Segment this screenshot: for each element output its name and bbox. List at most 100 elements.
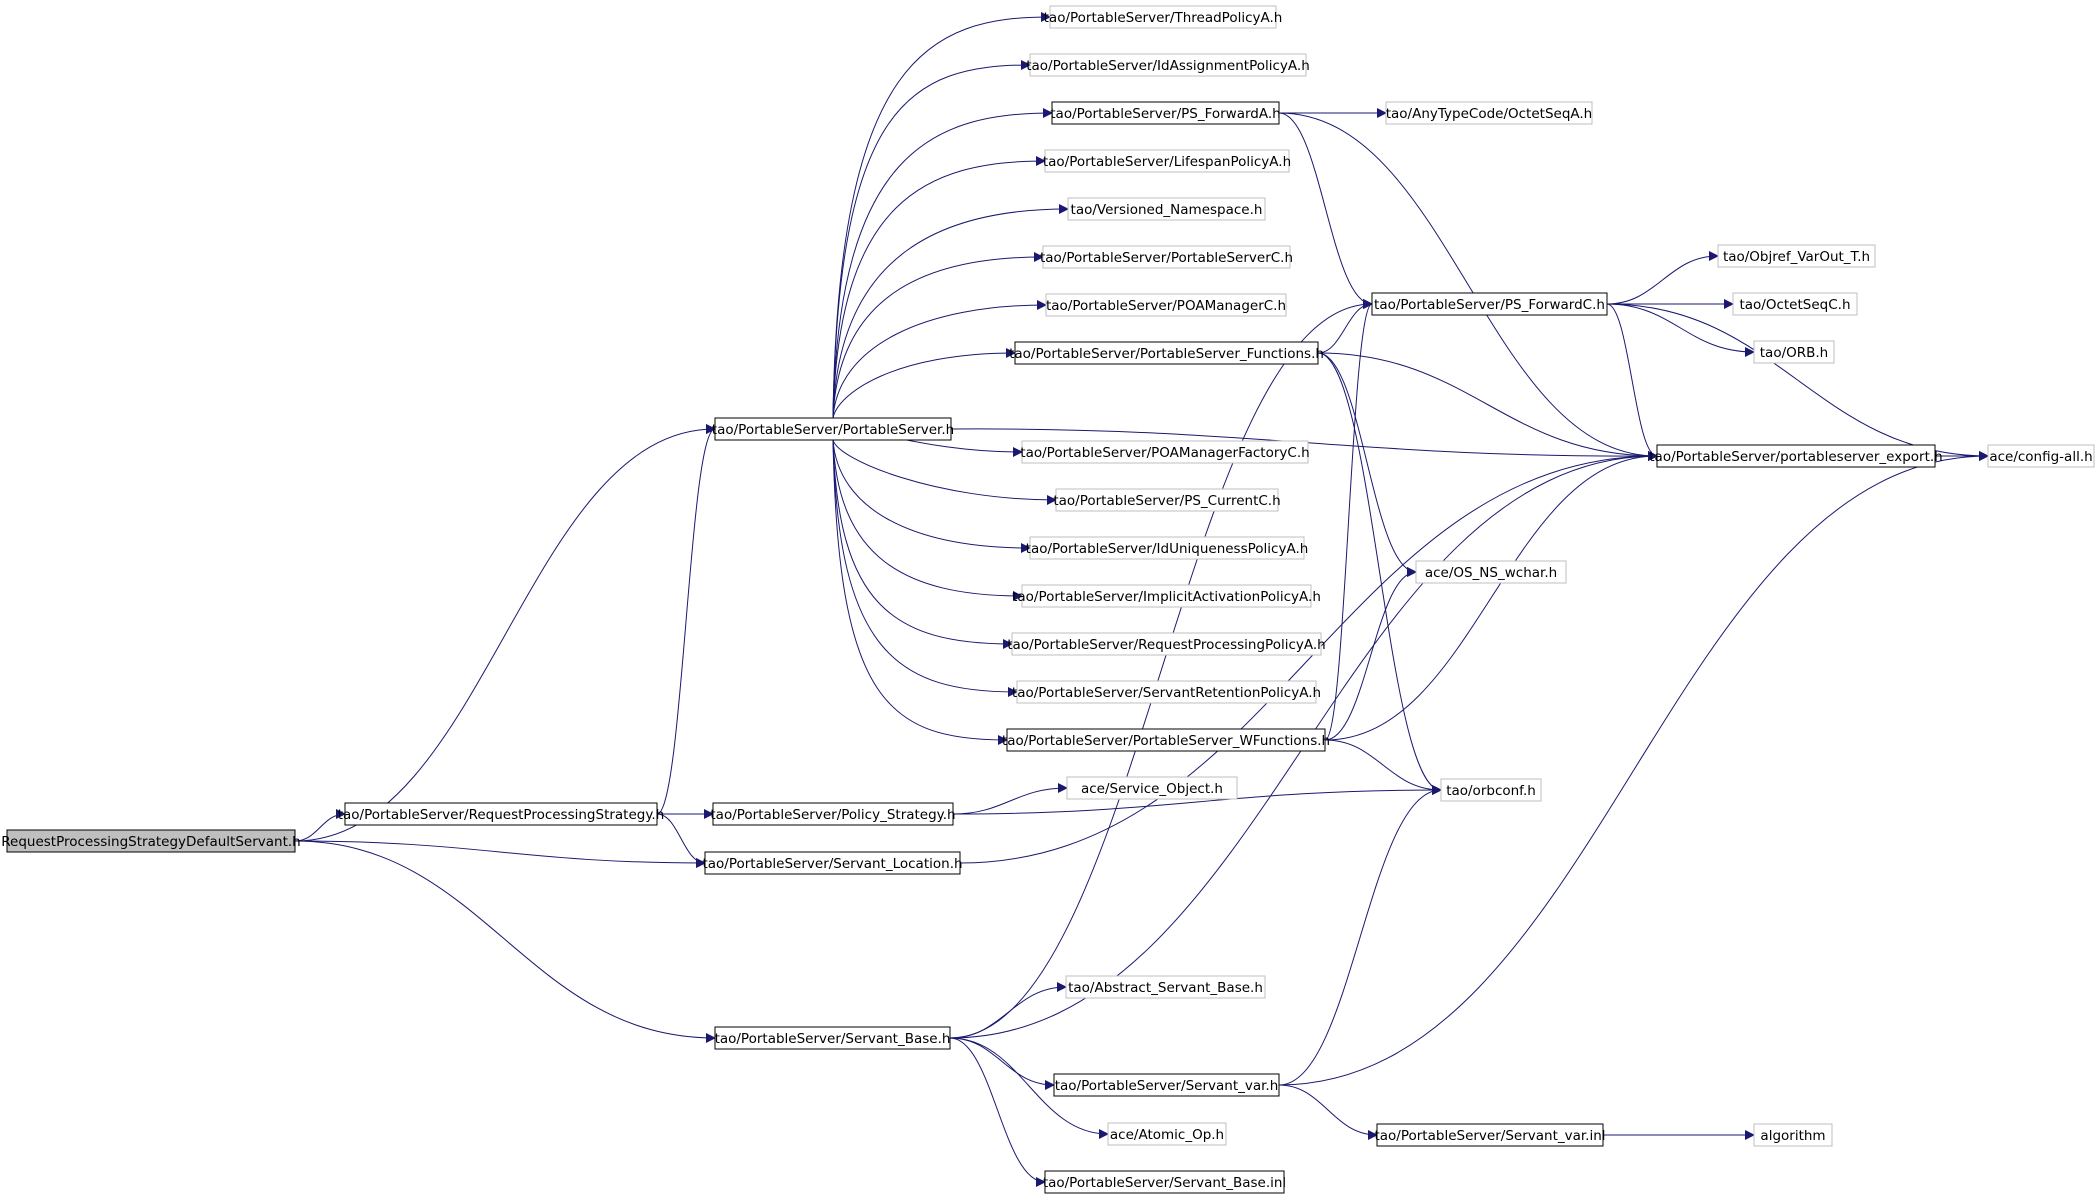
- node-root[interactable]: RequestProcessingStrategyDefaultServant.…: [1, 829, 301, 853]
- edge-psfc-to-config: [1606, 303, 1989, 461]
- node-box: [1732, 292, 1858, 316]
- node-box: [1006, 728, 1326, 752]
- edge-ps-to-pscur: [832, 439, 1057, 505]
- edge-sbase-to-absb: [949, 982, 1067, 1039]
- node-octa: tao/AnyTypeCode/OctetSeqA.h: [1385, 101, 1593, 125]
- node-box: [1753, 1123, 1833, 1147]
- edge-psfun-to-wchar: [1317, 352, 1417, 577]
- node-label: ace/Service_Object.h: [1081, 781, 1223, 797]
- node-octc: tao/OctetSeqC.h: [1732, 292, 1858, 316]
- node-label: tao/PortableServer/PS_ForwardC.h: [1374, 297, 1605, 313]
- node-thread: tao/PortableServer/ThreadPolicyA.h: [1044, 5, 1283, 29]
- node-label: tao/PortableServer/Servant_var.inl: [1374, 1128, 1605, 1144]
- node-label: tao/PortableServer/RequestProcessingPoli…: [1007, 637, 1325, 653]
- node-box: [1051, 101, 1280, 125]
- edge-ps-to-psc: [832, 252, 1044, 419]
- node-sbinl[interactable]: tao/PortableServer/Servant_Base.inl: [1043, 1170, 1286, 1194]
- node-box: [1055, 488, 1279, 512]
- node-wchar: ace/OS_NS_wchar.h: [1415, 560, 1567, 584]
- node-box: [712, 802, 954, 826]
- node-label: tao/PortableServer/POAManagerFactoryC.h: [1020, 445, 1309, 461]
- node-box: [1415, 560, 1567, 584]
- edge-ps-to-rpp: [832, 439, 1013, 649]
- node-box: [1029, 53, 1307, 77]
- node-svar[interactable]: tao/PortableServer/Servant_var.h: [1053, 1073, 1280, 1097]
- node-label: tao/AnyTypeCode/OctetSeqA.h: [1386, 106, 1593, 122]
- node-iduniq: tao/PortableServer/IdUniquenessPolicyA.h: [1026, 536, 1308, 560]
- node-label: tao/Versioned_Namespace.h: [1071, 202, 1263, 218]
- node-srp: tao/PortableServer/ServantRetentionPolic…: [1012, 680, 1321, 704]
- edge-svar-to-orbconf: [1278, 785, 1442, 1086]
- node-pscur: tao/PortableServer/PS_CurrentC.h: [1053, 488, 1281, 512]
- node-label: tao/PortableServer/PortableServerC.h: [1040, 250, 1293, 266]
- edge-ps-to-pswfun: [832, 439, 1008, 745]
- node-label: tao/OctetSeqC.h: [1739, 297, 1850, 313]
- node-pol[interactable]: tao/PortableServer/Policy_Strategy.h: [710, 802, 956, 826]
- node-label: tao/PortableServer/portableserver_export…: [1649, 449, 1943, 465]
- node-box: [1717, 244, 1876, 268]
- node-box: [1029, 536, 1305, 560]
- node-label: tao/ORB.h: [1760, 345, 1829, 361]
- node-label: RequestProcessingStrategyDefaultServant.…: [1, 834, 300, 850]
- edge-root-to-rps: [294, 809, 346, 842]
- node-algorithm: algorithm: [1753, 1123, 1833, 1147]
- edge-ps-to-idassign: [832, 60, 1031, 419]
- node-idassign: tao/PortableServer/IdAssignmentPolicyA.h: [1026, 53, 1310, 77]
- node-box: [1011, 632, 1322, 656]
- edge-pswfun-to-wchar: [1324, 567, 1417, 741]
- node-label: tao/PortableServer/ServantRetentionPolic…: [1012, 685, 1321, 701]
- node-label: ace/OS_NS_wchar.h: [1425, 565, 1557, 581]
- node-layer: RequestProcessingStrategyDefaultServant.…: [1, 5, 2095, 1194]
- edge-psfun-to-orbconf: [1317, 352, 1442, 795]
- node-poamc: tao/PortableServer/POAManagerC.h: [1045, 293, 1287, 317]
- edge-ps-to-psfun: [832, 348, 1016, 419]
- node-label: tao/orbconf.h: [1446, 783, 1536, 799]
- node-absb: tao/Abstract_Servant_Base.h: [1065, 975, 1266, 999]
- edge-rps-to-ps: [656, 424, 716, 815]
- node-svarinl[interactable]: tao/PortableServer/Servant_var.inl: [1374, 1123, 1606, 1147]
- node-label: tao/PortableServer/ThreadPolicyA.h: [1044, 10, 1283, 26]
- node-export[interactable]: tao/PortableServer/portableserver_export…: [1649, 444, 1943, 468]
- node-sbase[interactable]: tao/PortableServer/Servant_Base.h: [714, 1026, 951, 1050]
- node-psc: tao/PortableServer/PortableServerC.h: [1040, 245, 1293, 269]
- node-box: [1049, 5, 1277, 29]
- node-box: [714, 1026, 951, 1050]
- node-sloc[interactable]: tao/PortableServer/Servant_Location.h: [702, 851, 963, 875]
- edge-psfc-to-export: [1606, 303, 1658, 461]
- edge-pswfun-to-psfc: [1324, 299, 1373, 741]
- edge-pswfun-to-orbconf: [1324, 739, 1442, 795]
- node-box: [1044, 1170, 1285, 1194]
- node-box: [1440, 778, 1542, 802]
- node-label: tao/Objref_VarOut_T.h: [1723, 249, 1870, 265]
- node-psfun[interactable]: tao/PortableServer/PortableServer_Functi…: [1009, 341, 1324, 365]
- node-box: [1066, 776, 1238, 800]
- node-config: ace/config-all.h: [1987, 444, 2095, 468]
- node-box: [6, 829, 296, 853]
- node-box: [1656, 444, 1936, 468]
- edge-rps-to-sloc: [656, 813, 706, 868]
- node-box: [1376, 1123, 1604, 1147]
- node-implicit: tao/PortableServer/ImplicitActivationPol…: [1012, 584, 1321, 608]
- node-label: tao/PortableServer/PS_CurrentC.h: [1053, 493, 1280, 509]
- node-label: tao/PortableServer/LifespanPolicyA.h: [1043, 154, 1291, 170]
- node-label: algorithm: [1760, 1128, 1825, 1144]
- edge-svar-to-config: [1278, 451, 1989, 1086]
- node-box: [704, 851, 961, 875]
- edge-root-to-sloc: [294, 840, 706, 868]
- edge-sbase-to-sbinl: [949, 1037, 1046, 1187]
- node-box: [1042, 245, 1291, 269]
- node-ps[interactable]: tao/PortableServer/PortableServer.h: [712, 417, 954, 441]
- edge-pswfun-to-export: [1324, 451, 1658, 741]
- node-rps[interactable]: tao/PortableServer/RequestProcessingStra…: [338, 802, 665, 826]
- edge-ps-to-iduniq: [832, 439, 1031, 553]
- edge-ps-to-life: [832, 156, 1046, 419]
- node-box: [1067, 197, 1266, 221]
- edge-psfc-to-orb: [1606, 303, 1755, 357]
- node-psfa[interactable]: tao/PortableServer/PS_ForwardA.h: [1050, 101, 1281, 125]
- node-psfc[interactable]: tao/PortableServer/PS_ForwardC.h: [1371, 292, 1608, 316]
- node-orb: tao/ORB.h: [1753, 340, 1835, 364]
- node-pswfun[interactable]: tao/PortableServer/PortableServer_WFunct…: [1002, 728, 1330, 752]
- node-box: [1045, 293, 1287, 317]
- node-box: [1016, 680, 1317, 704]
